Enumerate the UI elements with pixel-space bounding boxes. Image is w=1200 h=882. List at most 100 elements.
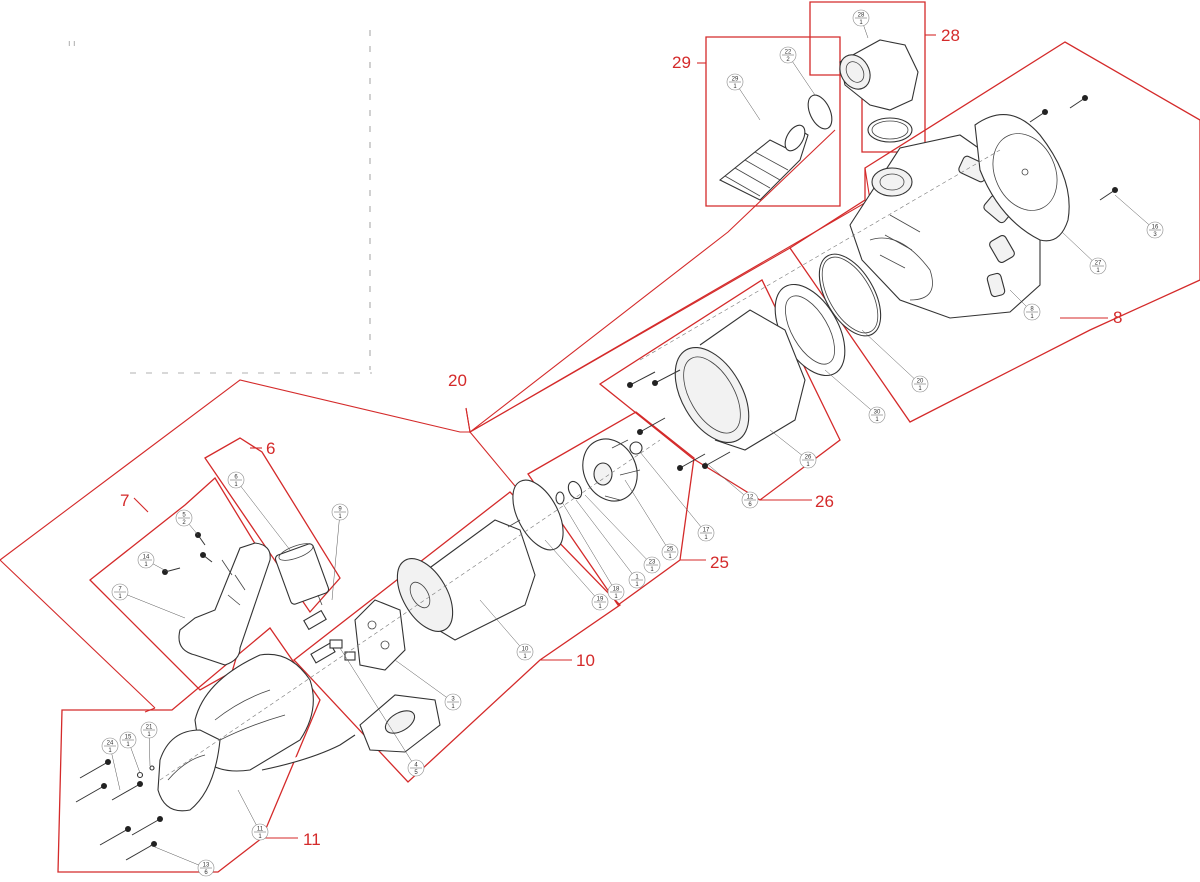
callout-bubble-8: 81 [1009,289,1041,321]
callout-quantity: 1 [875,417,879,423]
callout-part-number: 14 [143,555,150,561]
callout-part-number: 22 [785,50,792,56]
callout-bubble-25: 251 [624,479,679,561]
callout-quantity: 1 [1030,314,1034,320]
callout-quantity: 6 [204,870,208,876]
callout-quantity: 1 [704,535,708,541]
callout-bubble-14: 141 [137,551,169,573]
callout-part-number: 18 [613,587,620,593]
callout-quantity: 1 [733,84,737,90]
callout-part-number: 13 [203,863,210,869]
callout-quantity: 1 [118,594,122,600]
callout-bubble-29: 291 [726,73,761,121]
group-10-frame [293,491,622,783]
seal-1 [567,480,583,500]
callout-part-number: 11 [257,827,264,833]
callout-bubble-26: 261 [769,429,817,469]
group-label-29: 29 [672,53,691,72]
callout-bubble-5: 52 [175,509,199,536]
callout-part-number: 30 [874,410,881,416]
callout-bubble-28: 281 [852,9,870,39]
screws-16 [1029,95,1118,201]
o-ring-22 [807,94,833,130]
callout-bubble-16: 163 [1114,194,1164,239]
callout-quantity: 1 [126,742,130,748]
callout-bubble-19: 191 [544,539,609,611]
callout-quantity: 1 [635,582,639,588]
svg-text:ı ı: ı ı [68,38,76,48]
callout-bubble-7: 71 [111,583,186,619]
group-label-8: 8 [1113,308,1122,327]
callout-leader [584,494,653,566]
callout-leader [561,501,617,593]
callout-part-number: 21 [146,725,153,731]
callout-part-number: 4 [414,763,418,769]
callout-quantity: 1 [650,567,654,573]
impeller [582,438,643,502]
callout-quantity: 2 [182,520,186,526]
callout-quantity: 1 [523,654,527,660]
callout-part-number: 28 [858,13,865,19]
callout-leader [861,329,921,385]
callout-quantity: 1 [668,554,672,560]
callout-part-number: 23 [649,560,656,566]
callout-bubble-4: 45 [339,647,425,777]
callout-leader [704,461,751,501]
callout-leader [624,479,671,553]
callout-part-number: 16 [1152,225,1159,231]
callout-bubble-12: 126 [704,461,759,509]
hose-barb-connector [718,124,809,201]
callout-leader [119,591,186,619]
callout-quantity: 1 [338,514,342,520]
callout-part-number: 7 [118,587,122,593]
group-29-frame [705,36,841,207]
group-11-frame [57,627,321,873]
callout-part-number: 8 [1030,307,1034,313]
callout-part-number: 17 [703,528,710,534]
callout-part-number: 10 [522,647,529,653]
group-labels: 29 28 8 20 6 7 26 25 10 11 [120,26,1122,849]
callout-quantity: 1 [451,704,455,710]
callout-leader [331,511,341,601]
cable-entry-plate [359,694,441,753]
callout-part-number: 3 [451,697,455,703]
callout-bubble-27: 271 [1061,231,1107,275]
callout-quantity: 1 [859,20,863,26]
callout-part-number: 5 [182,513,186,519]
callout-quantity: 3 [1153,232,1157,238]
callout-bubble-9: 91 [331,503,349,601]
group-label-10: 10 [576,651,595,670]
callout-bubble-21: 211 [140,721,158,767]
callout-quantity: 1 [806,462,810,468]
callout-part-number: 1 [635,575,639,581]
o-ring-19 [512,479,564,551]
callout-part-number: 15 [125,735,132,741]
callout-quantity: 1 [918,386,922,392]
screws-12 [627,369,731,471]
group-label-25: 25 [710,553,729,572]
group-label-20: 20 [448,371,467,390]
pump-base [157,653,356,812]
callout-leader [394,659,454,703]
callout-part-number: 9 [338,507,342,513]
callout-bubble-24: 241 [101,737,121,791]
callout-quantity: 1 [614,594,618,600]
callout-part-number: 19 [597,597,604,603]
callout-bubble-17: 171 [639,451,715,542]
callout-quantity: 2 [786,57,790,63]
o-ring-20 [818,253,882,337]
callout-bubble-10: 101 [479,599,534,661]
cover-plate [974,114,1070,242]
group-label-11: 11 [303,830,321,849]
group-8-frame [789,41,1200,423]
callout-bubble-20: 201 [861,329,929,393]
scan-artifacts: ı ı [68,30,372,374]
group-label-7: 7 [120,491,129,510]
callout-leader [149,844,207,869]
callout-bubble-13: 136 [149,844,215,877]
callout-quantity: 1 [1096,268,1100,274]
callout-quantity: 1 [147,732,151,738]
callout-quantity: 1 [258,834,262,840]
